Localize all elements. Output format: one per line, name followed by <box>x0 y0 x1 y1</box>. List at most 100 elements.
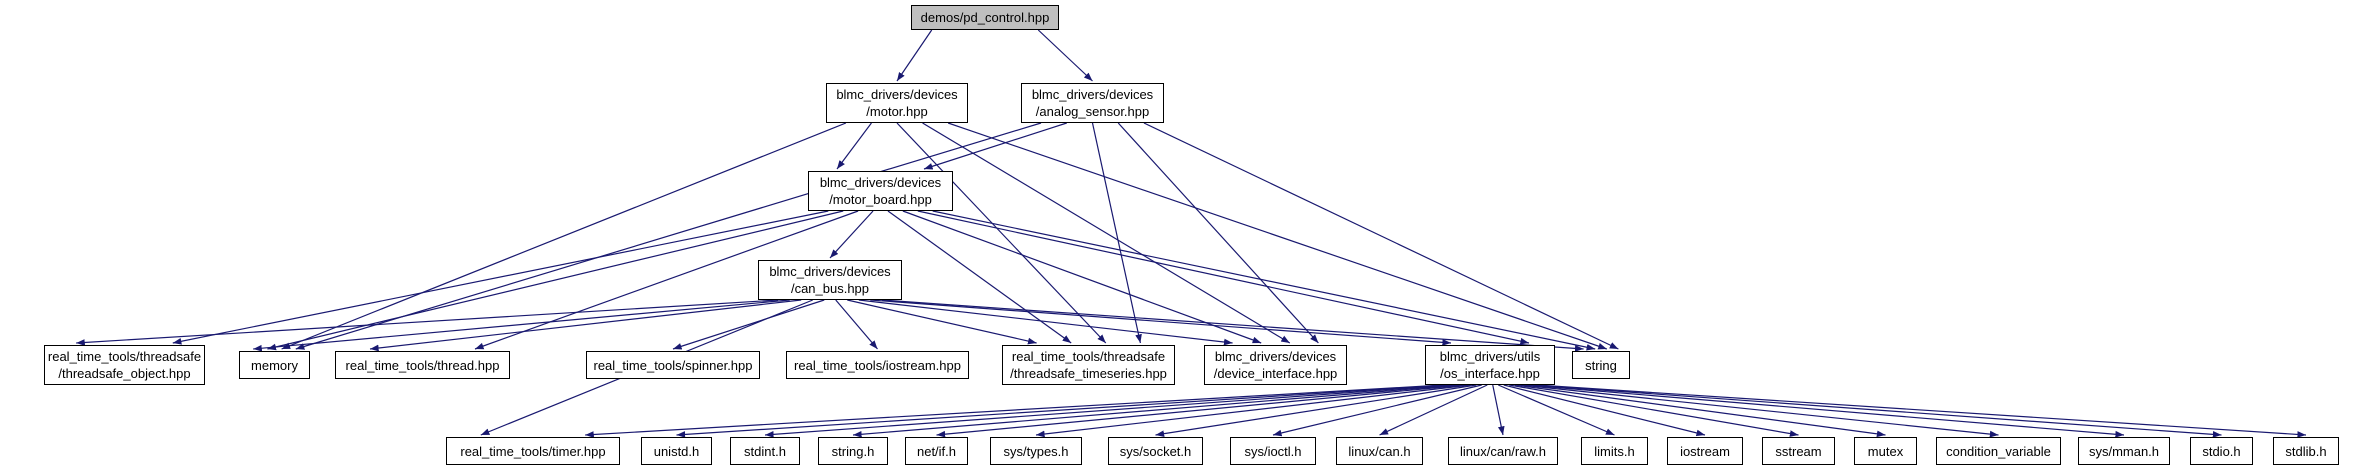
include-edge-motor-to-device_interface <box>922 122 1291 344</box>
graph-node-stdlib[interactable]: stdlib.h <box>2273 437 2339 465</box>
graph-node-label: real_time_tools/spinner.hpp <box>593 357 753 373</box>
graph-node-sstream[interactable]: sstream <box>1762 437 1835 465</box>
include-edge-can_bus-to-device_interface <box>858 299 1233 346</box>
include-edge-analog_sensor-to-device_interface <box>1117 122 1319 344</box>
graph-node-label: sys/mman.h <box>2088 443 2160 459</box>
graph-node-label: sys/ioctl.h <box>1244 443 1302 459</box>
graph-node-unistd[interactable]: unistd.h <box>641 437 712 465</box>
include-edge-motor_board-to-string <box>932 210 1596 351</box>
graph-node-label: sys/socket.h <box>1119 443 1192 459</box>
graph-node-iostream[interactable]: iostream <box>1667 437 1743 465</box>
graph-node-label: stdio.h <box>2202 443 2241 459</box>
graph-node-label: sstream <box>1775 443 1822 459</box>
graph-node-label: string.h <box>831 443 875 459</box>
graph-node-limits[interactable]: limits.h <box>1581 437 1648 465</box>
graph-node-analog_sensor[interactable]: blmc_drivers/devices/analog_sensor.hpp <box>1021 83 1164 123</box>
graph-node-label: blmc_drivers/devices <box>1031 87 1154 102</box>
graph-node-label: real_time_tools/timer.hpp <box>460 443 606 459</box>
include-edge-os_interface-to-iostream <box>1503 384 1706 437</box>
graph-node-string_h[interactable]: string.h <box>818 437 888 465</box>
graph-node-linux_can[interactable]: linux/can.h <box>1336 437 1423 465</box>
include-edge-analog_sensor-to-motor_board <box>923 122 1067 170</box>
include-edge-motor-to-memory <box>281 122 847 350</box>
include-edge-pd_control-to-motor <box>896 29 933 82</box>
include-edge-os_interface-to-sys_mman <box>1525 384 2125 438</box>
graph-node-label: /can_bus.hpp <box>790 281 870 296</box>
include-edge-analog_sensor-to-memory <box>295 122 1042 350</box>
graph-node-label: blmc_drivers/utils <box>1439 349 1541 364</box>
graph-node-threadsafe_object[interactable]: real_time_tools/threadsafe/threadsafe_ob… <box>44 345 205 385</box>
graph-node-sys_socket[interactable]: sys/socket.h <box>1108 437 1203 465</box>
graph-node-label: net/if.h <box>916 443 957 459</box>
graph-node-label: blmc_drivers/devices <box>1214 349 1337 364</box>
graph-node-label: demos/pd_control.hpp <box>920 10 1050 25</box>
include-edge-can_bus-to-memory <box>253 299 790 352</box>
graph-node-label: real_time_tools/threadsafe <box>1011 349 1166 364</box>
include-edge-motor_board-to-os_interface <box>917 210 1530 345</box>
graph-node-label: blmc_drivers/devices <box>836 87 958 102</box>
include-edge-can_bus-to-spinner <box>672 299 825 350</box>
graph-node-pd_control[interactable]: demos/pd_control.hpp <box>911 5 1059 30</box>
include-edge-can_bus-to-threadsafe_object <box>76 299 779 346</box>
include-edge-can_bus-to-threadsafe_timeseries <box>847 299 1037 345</box>
graph-node-label: string <box>1585 357 1617 373</box>
include-edge-os_interface-to-linux_can_raw <box>1492 384 1505 436</box>
include-edge-motor_board-to-thread <box>474 210 859 350</box>
graph-node-label: blmc_drivers/devices <box>819 175 942 190</box>
graph-node-sys_mman[interactable]: sys/mman.h <box>2078 437 2170 465</box>
graph-node-net_if[interactable]: net/if.h <box>905 437 968 465</box>
graph-node-label: /motor_board.hpp <box>829 192 932 207</box>
graph-node-spinner[interactable]: real_time_tools/spinner.hpp <box>586 351 760 379</box>
graph-node-label: /motor.hpp <box>866 104 928 119</box>
graph-node-device_interface[interactable]: blmc_drivers/devices/device_interface.hp… <box>1204 345 1347 385</box>
graph-node-condition_variable[interactable]: condition_variable <box>1936 437 2061 465</box>
include-edge-motor-to-string <box>947 122 1607 350</box>
include-edge-analog_sensor-to-string <box>1143 122 1619 350</box>
graph-node-timer[interactable]: real_time_tools/timer.hpp <box>446 437 620 465</box>
graph-node-can_bus[interactable]: blmc_drivers/devices/can_bus.hpp <box>758 260 902 300</box>
graph-node-label: /os_interface.hpp <box>1440 366 1540 381</box>
graph-node-stdio[interactable]: stdio.h <box>2190 437 2253 465</box>
graph-node-label: real_time_tools/iostream.hpp <box>794 357 961 373</box>
graph-node-threadsafe_timeseries[interactable]: real_time_tools/threadsafe/threadsafe_ti… <box>1002 345 1175 385</box>
include-edge-os_interface-to-mutex <box>1514 384 1886 438</box>
graph-node-label: linux/can/raw.h <box>1460 443 1546 459</box>
graph-node-os_interface[interactable]: blmc_drivers/utils/os_interface.hpp <box>1425 345 1555 385</box>
include-edge-os_interface-to-timer <box>585 384 1444 438</box>
graph-node-label: limits.h <box>1594 443 1635 459</box>
graph-node-memory[interactable]: memory <box>239 351 310 379</box>
include-edge-os_interface-to-stdint <box>764 384 1455 438</box>
include-edge-os_interface-to-unistd <box>676 384 1449 438</box>
graph-node-motor[interactable]: blmc_drivers/devices/motor.hpp <box>826 83 968 123</box>
include-edge-os_interface-to-stdlib <box>1536 384 2307 438</box>
graph-node-mutex[interactable]: mutex <box>1854 437 1917 465</box>
graph-node-linux_can_raw[interactable]: linux/can/raw.h <box>1448 437 1558 465</box>
graph-node-label: /threadsafe_timeseries.hpp <box>1010 366 1167 381</box>
include-edge-os_interface-to-condition_variable <box>1520 384 1999 438</box>
graph-node-label: /device_interface.hpp <box>1213 366 1338 381</box>
graph-node-label: memory <box>251 357 298 373</box>
graph-node-sys_types[interactable]: sys/types.h <box>990 437 1082 465</box>
include-edge-os_interface-to-sys_types <box>1035 384 1471 438</box>
include-edge-can_bus-to-string <box>881 299 1584 352</box>
graph-node-label: real_time_tools/thread.hpp <box>345 357 500 373</box>
include-edge-analog_sensor-to-threadsafe_timeseries <box>1091 122 1142 344</box>
graph-node-label: blmc_drivers/devices <box>769 264 891 279</box>
graph-node-stdint[interactable]: stdint.h <box>730 437 800 465</box>
graph-node-string[interactable]: string <box>1572 351 1630 379</box>
graph-node-label: /threadsafe_object.hpp <box>58 366 191 381</box>
graph-node-sys_ioctl[interactable]: sys/ioctl.h <box>1230 437 1316 465</box>
graph-node-label: unistd.h <box>653 443 700 459</box>
include-edge-motor_board-to-device_interface <box>902 210 1262 344</box>
graph-node-label: iostream <box>1680 443 1730 459</box>
graph-node-label: /analog_sensor.hpp <box>1035 104 1150 119</box>
graph-node-thread[interactable]: real_time_tools/thread.hpp <box>335 351 510 379</box>
include-edge-can_bus-to-thread <box>369 299 802 352</box>
include-edge-motor-to-threadsafe_timeseries <box>896 122 1107 344</box>
graph-node-motor_board[interactable]: blmc_drivers/devices/motor_board.hpp <box>808 171 953 211</box>
graph-node-label: real_time_tools/threadsafe <box>47 349 202 364</box>
include-edge-os_interface-to-limits <box>1498 384 1615 436</box>
graph-node-rt_iostream[interactable]: real_time_tools/iostream.hpp <box>786 351 969 379</box>
include-edge-motor_board-to-can_bus <box>829 210 874 259</box>
include-edge-os_interface-to-sys_ioctl <box>1272 384 1482 437</box>
